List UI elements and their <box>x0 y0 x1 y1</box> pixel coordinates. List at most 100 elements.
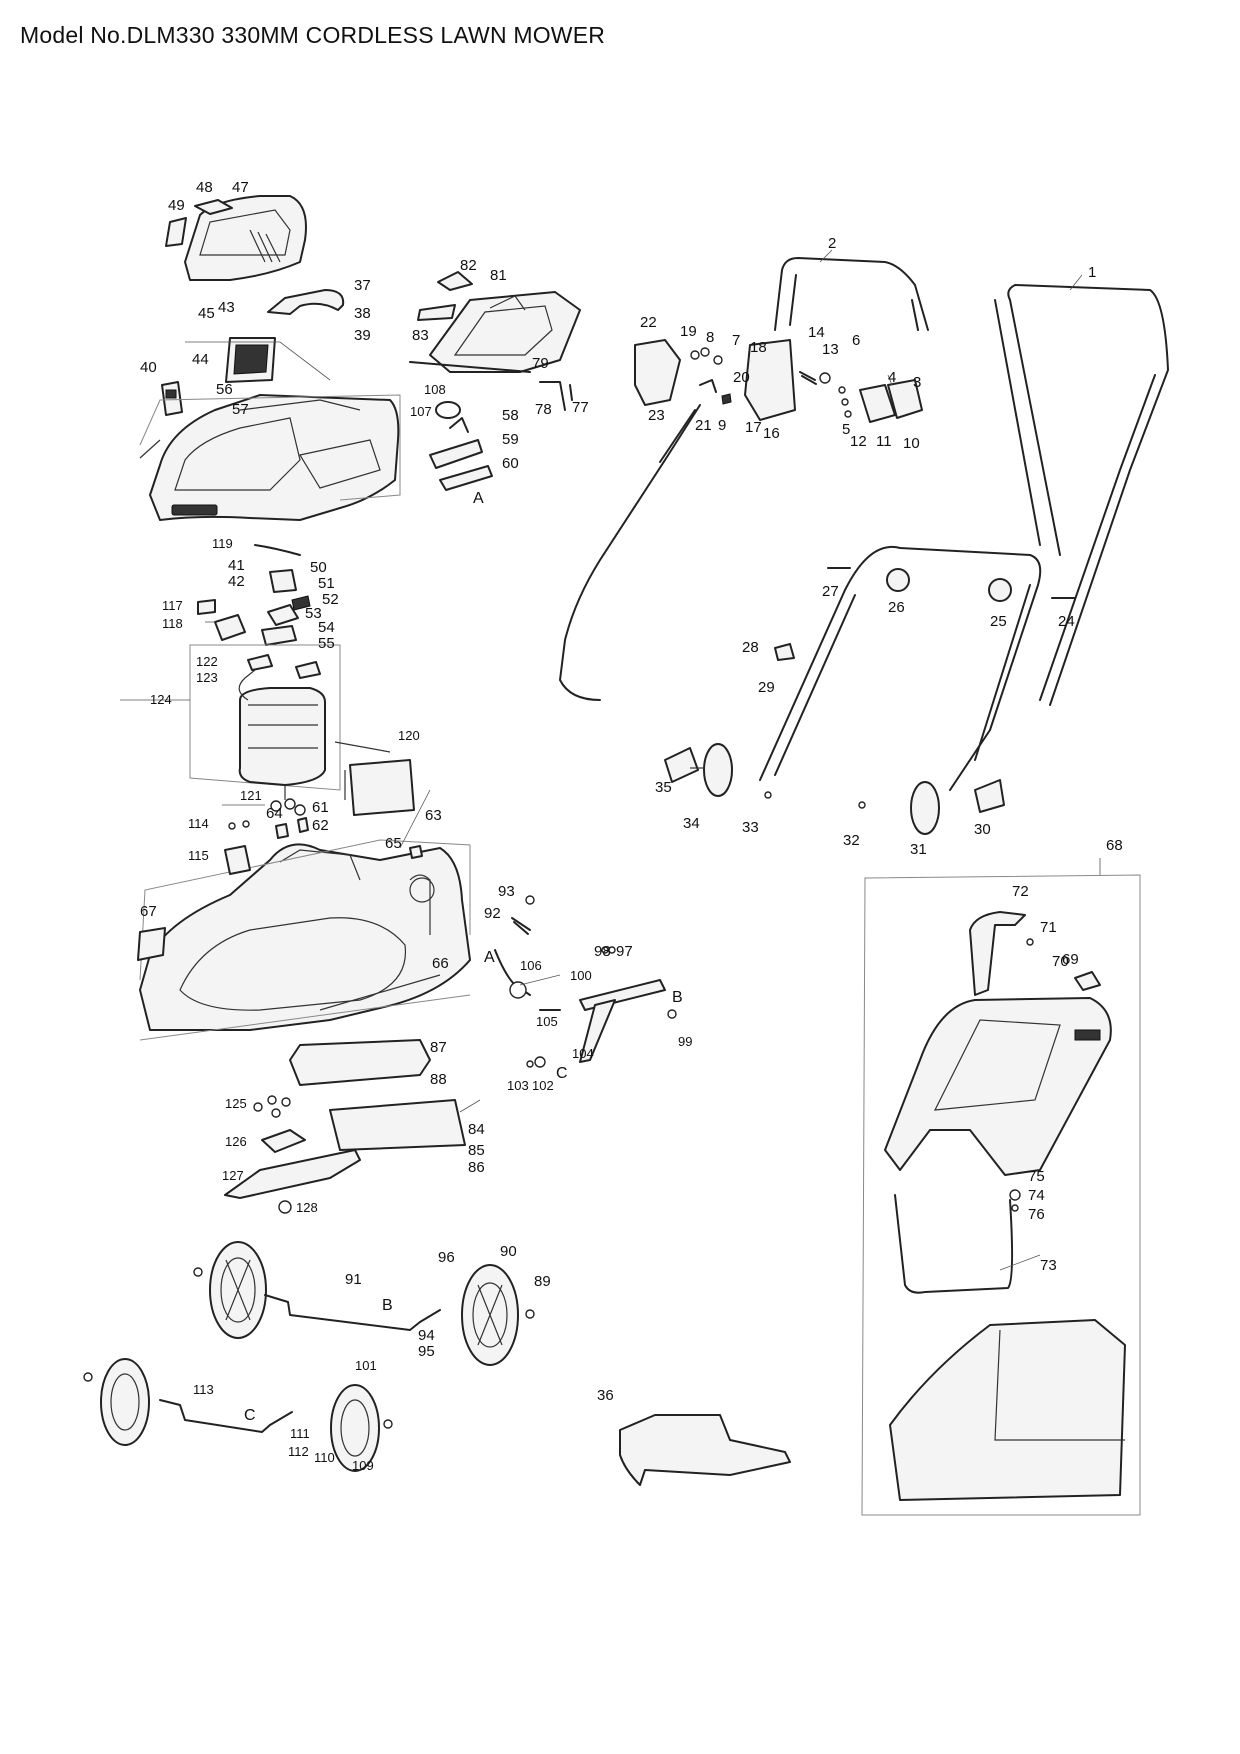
callout-45: 45 <box>198 305 215 322</box>
callout-52: 52 <box>322 591 339 608</box>
hub-cap-109 <box>383 1419 393 1429</box>
screw-32 <box>858 801 866 809</box>
callout-123: 123 <box>196 670 218 685</box>
label-69 <box>1074 971 1101 991</box>
label-49 <box>165 217 187 247</box>
label-48 <box>194 199 233 215</box>
callout-2: 2 <box>828 235 836 252</box>
motor-124 <box>238 669 326 800</box>
callout-18: 18 <box>750 339 767 356</box>
callout-50: 50 <box>310 559 327 576</box>
upper-housing-57 <box>139 394 400 521</box>
callout-74: 74 <box>1028 1187 1045 1204</box>
callout-4: 4 <box>888 369 896 386</box>
screw-71 <box>1026 938 1034 946</box>
callout-31: 31 <box>910 841 927 858</box>
baffle-84 <box>329 1099 466 1151</box>
switch-50-55 <box>261 569 311 646</box>
ref-b-axle: B <box>382 1297 393 1314</box>
switch-box-44 <box>225 337 276 383</box>
callout-41: 41 <box>228 557 245 574</box>
pin-77 <box>569 384 573 401</box>
callout-19: 19 <box>680 323 697 340</box>
callout-7: 7 <box>732 332 740 349</box>
grass-deflector-36 <box>619 1414 791 1486</box>
callout-76: 76 <box>1028 1206 1045 1223</box>
switch-internals-7-21 <box>690 347 732 405</box>
flap-60 <box>439 465 493 491</box>
callout-9: 9 <box>718 417 726 434</box>
callout-51: 51 <box>318 575 335 592</box>
switch-housing-16-17 <box>744 339 796 421</box>
grass-box-frame-70 <box>884 997 1112 1176</box>
callout-99: 99 <box>678 1034 692 1049</box>
front-wheel-left <box>100 1358 150 1446</box>
control-bar-lever <box>559 404 701 701</box>
callout-95: 95 <box>418 1343 435 1360</box>
callout-96: 96 <box>438 1249 455 1266</box>
callout-98: 98 <box>594 943 611 960</box>
part-74 <box>1011 1204 1019 1212</box>
grass-box-group <box>861 874 1141 1516</box>
callout-122: 122 <box>196 654 218 669</box>
callout-88: 88 <box>430 1071 447 1088</box>
callout-17: 17 <box>745 419 762 436</box>
callout-labels: 1 2 3 4 5 6 7 8 9 10 11 12 13 14 16 17 1… <box>140 179 1123 1473</box>
callout-79: 79 <box>532 355 549 372</box>
callout-43: 43 <box>218 299 235 316</box>
callout-37: 37 <box>354 277 371 294</box>
switch-118 <box>214 614 246 641</box>
callout-5: 5 <box>842 421 850 438</box>
callout-54: 54 <box>318 619 335 636</box>
callout-117: 117 <box>162 598 183 613</box>
knob-26 <box>886 568 910 592</box>
leader-lines <box>120 249 1101 1271</box>
callout-63: 63 <box>425 807 442 824</box>
callout-55: 55 <box>318 635 335 652</box>
page-title: Model No.DLM330 330MM CORDLESS LAWN MOWE… <box>20 22 606 48</box>
callout-97: 97 <box>616 943 633 960</box>
callout-78: 78 <box>535 401 552 418</box>
callout-11: 11 <box>876 433 892 450</box>
callout-42: 42 <box>228 573 245 590</box>
handle-grip-37 <box>267 289 345 315</box>
callout-120: 120 <box>398 728 420 743</box>
ref-a-upper: A <box>473 490 484 507</box>
label-83 <box>417 304 456 321</box>
callout-83: 83 <box>412 327 429 344</box>
callout-102: 102 <box>532 1078 554 1093</box>
callout-90: 90 <box>500 1243 517 1260</box>
callout-64: 64 <box>266 805 283 822</box>
callout-106: 106 <box>520 958 542 973</box>
callout-69: 69 <box>1062 951 1079 968</box>
callout-68: 68 <box>1106 837 1123 854</box>
spring-13-14 <box>799 371 831 385</box>
callout-39: 39 <box>354 327 371 344</box>
deck-63 <box>139 843 471 1032</box>
label-67 <box>137 927 166 961</box>
callout-20: 20 <box>733 369 750 386</box>
switch-housing-22 <box>634 339 681 406</box>
callout-40: 40 <box>140 359 157 376</box>
ref-c-axle: C <box>244 1407 256 1424</box>
knob-25 <box>988 578 1012 602</box>
callout-114: 114 <box>188 816 209 831</box>
callout-121: 121 <box>240 788 262 803</box>
callout-128: 128 <box>296 1200 318 1215</box>
flap-59 <box>429 439 483 469</box>
callout-13: 13 <box>822 341 839 358</box>
callout-86: 86 <box>468 1159 485 1176</box>
callout-10: 10 <box>903 435 920 452</box>
callout-1: 1 <box>1088 264 1096 281</box>
callout-70: 70 <box>1052 953 1069 970</box>
front-axle-113 <box>159 1399 293 1433</box>
callout-104: 104 <box>572 1046 594 1061</box>
callout-30: 30 <box>974 821 991 838</box>
callout-48: 48 <box>196 179 213 196</box>
motor-group-box <box>189 644 341 791</box>
callout-22: 22 <box>640 314 657 331</box>
part-75 <box>1009 1189 1021 1201</box>
callout-58: 58 <box>502 407 519 424</box>
brush-123 <box>295 661 321 679</box>
